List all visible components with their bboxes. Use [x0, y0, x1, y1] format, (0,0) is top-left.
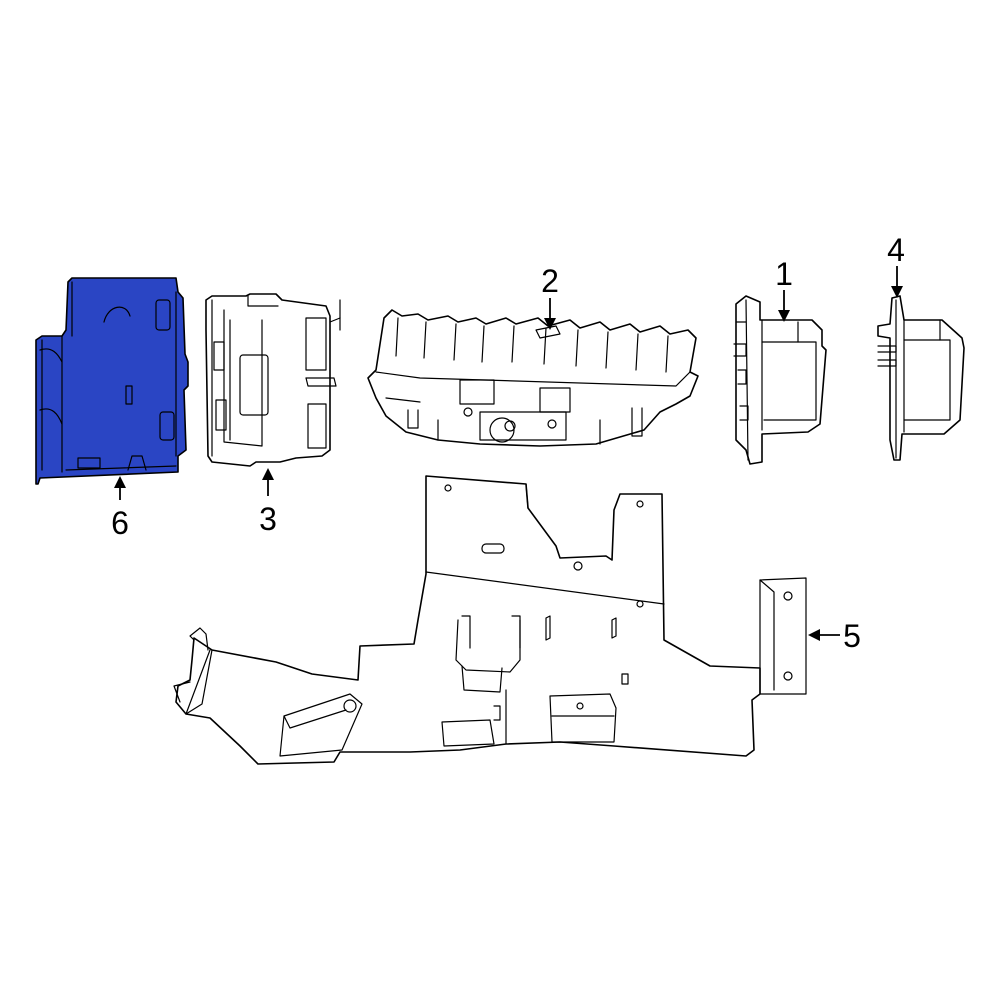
callout-label-1: 1 [775, 256, 793, 292]
callout-label-6: 6 [111, 505, 129, 541]
callout-label-3: 3 [259, 501, 277, 537]
part-3-module[interactable] [205, 293, 341, 467]
part-4-module[interactable] [877, 295, 965, 461]
callout-arrow-6 [114, 476, 126, 500]
part-1-module[interactable] [733, 295, 827, 465]
callout-arrow-1 [778, 290, 790, 322]
callout-arrow-5 [808, 629, 840, 641]
callout-label-4: 4 [887, 232, 905, 268]
part-6-cover[interactable] [35, 277, 189, 485]
part-2-bracket-module[interactable] [367, 309, 699, 447]
callout-label-5: 5 [843, 618, 861, 654]
callout-arrow-3 [262, 468, 274, 496]
callout-label-2: 2 [541, 263, 559, 299]
callout-arrow-4 [891, 266, 903, 298]
part-5-tray-bracket[interactable] [173, 475, 807, 765]
callout-arrow-2 [544, 298, 556, 330]
